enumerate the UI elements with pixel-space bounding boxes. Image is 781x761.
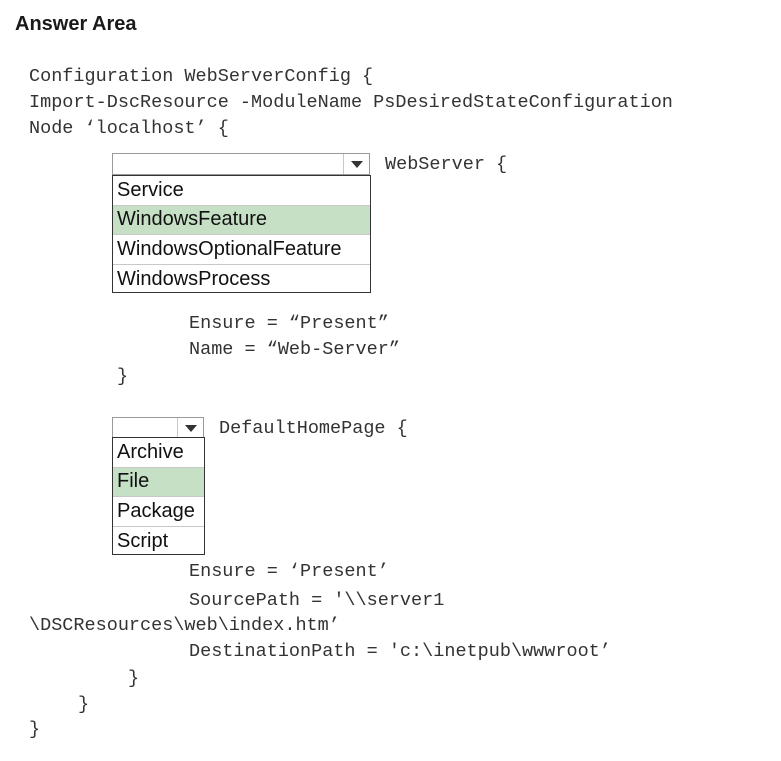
code-ensure-present-1: Ensure = “Present”	[189, 313, 389, 334]
chevron-down-icon[interactable]	[177, 418, 203, 438]
code-destinationpath: DestinationPath = 'c:\inetpub\wwwroot’	[189, 641, 611, 662]
code-close-brace-3: }	[78, 694, 90, 715]
code-defaulthomepage-block: DefaultHomePage {	[219, 418, 408, 439]
code-line-import: Import-DscResource -ModuleName PsDesired…	[29, 92, 673, 113]
option-windowsfeature[interactable]: WindowsFeature	[113, 205, 370, 235]
code-webserver-block: WebServer {	[385, 154, 508, 175]
code-line-node: Node ‘localhost’ {	[29, 118, 229, 139]
resource-type-dropdown-2[interactable]	[112, 417, 204, 439]
option-package[interactable]: Package	[113, 497, 204, 527]
option-windowsoptionalfeature[interactable]: WindowsOptionalFeature	[113, 235, 370, 265]
option-service[interactable]: Service	[113, 176, 370, 206]
chevron-down-icon[interactable]	[343, 154, 369, 174]
resource-type-dropdown-1[interactable]	[112, 153, 370, 175]
code-name-webserver: Name = “Web-Server”	[189, 339, 400, 360]
answer-area-heading: Answer Area	[15, 13, 137, 35]
code-sourcepath-1: SourcePath = '\\server1	[189, 590, 445, 611]
code-ensure-present-2: Ensure = ‘Present’	[189, 561, 389, 582]
resource-type-options-1: Service WindowsFeature WindowsOptionalFe…	[112, 175, 371, 293]
resource-type-options-2: Archive File Package Script	[112, 437, 205, 555]
code-close-brace-4: }	[29, 719, 41, 740]
code-close-brace-1: }	[117, 366, 129, 387]
option-file[interactable]: File	[113, 467, 204, 497]
code-close-brace-2: }	[128, 668, 140, 689]
code-line-configuration: Configuration WebServerConfig {	[29, 66, 374, 87]
option-archive[interactable]: Archive	[113, 438, 204, 468]
code-sourcepath-2: \DSCResources\web\index.htm’	[29, 615, 340, 636]
option-windowsprocess[interactable]: WindowsProcess	[117, 267, 271, 290]
option-script[interactable]: Script	[117, 529, 169, 552]
